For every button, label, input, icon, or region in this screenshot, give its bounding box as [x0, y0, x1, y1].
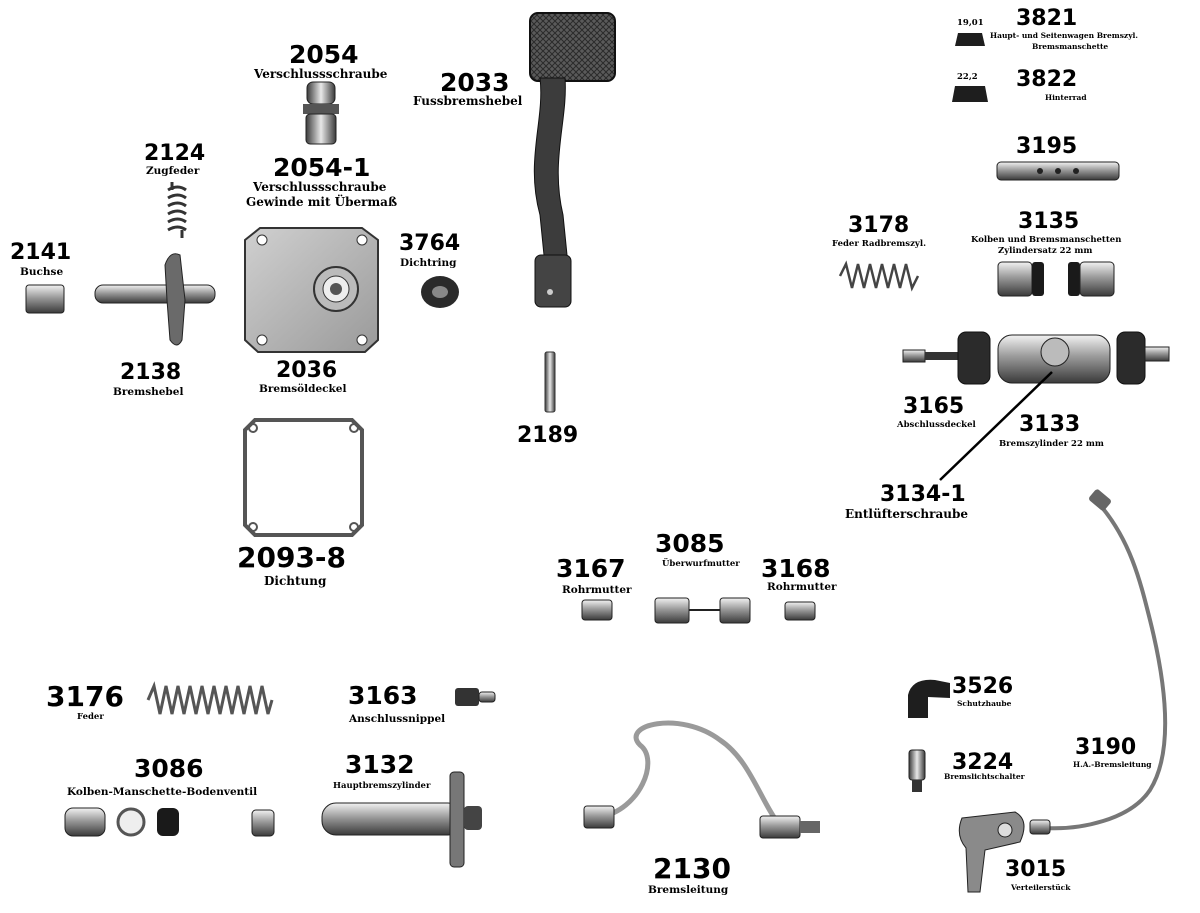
part-name2-2054-1: Gewinde mit Übermaß	[246, 195, 398, 209]
part-number-3822: 3822	[1016, 67, 1078, 92]
part-name-2054-1: Verschlussschraube	[253, 180, 387, 194]
part-number-3176: 3176	[46, 680, 124, 713]
part-number-3821: 3821	[1016, 6, 1078, 31]
part-number-3163: 3163	[348, 681, 418, 710]
brake-cup-3821-image	[955, 33, 985, 46]
part-name-3178: Feder Radbremszyl.	[832, 239, 927, 249]
part-size-3821: 19,01	[957, 18, 984, 28]
brake-lever-2138-image	[94, 253, 216, 346]
part-name-3015: Verteilerstück	[1011, 883, 1071, 892]
part-name-3085: Überwurfmutter	[662, 559, 740, 569]
part-number-2130: 2130	[653, 852, 731, 885]
part-name-2138: Bremshebel	[113, 386, 184, 398]
part-number-3015: 3015	[1005, 857, 1067, 882]
brake-oil-cover-2036-image	[244, 227, 379, 353]
part-number-3168: 3168	[761, 554, 831, 583]
part-name-3132: Hauptbremszylinder	[333, 781, 431, 791]
part-name-3165: Abschlussdeckel	[897, 420, 976, 430]
part-number-3133: 3133	[1019, 412, 1081, 437]
piston-set-3135-image	[997, 261, 1115, 297]
part-name-2033: Fussbremshebel	[413, 94, 523, 108]
part-name-2124: Zugfeder	[146, 165, 200, 177]
brake-cup-3822-image	[952, 86, 988, 102]
part-name-3176: Feder	[77, 712, 104, 722]
part-number-2054-1: 2054-1	[273, 153, 371, 182]
bushing-2141-image	[25, 284, 65, 314]
part-name-3764: Dichtring	[400, 257, 457, 269]
pipe-nut-3168-image	[784, 601, 816, 621]
gasket-2093-8-image	[243, 418, 364, 537]
part-name-3822: Hinterrad	[1045, 93, 1087, 102]
part-name-3167: Rohrmutter	[562, 584, 632, 596]
brake-light-switch-3224-image	[908, 749, 926, 792]
part-name-3168: Rohrmutter	[767, 581, 837, 593]
part-name2-3135: Zylindersatz 22 mm	[998, 246, 1093, 256]
part-name-3163: Anschlussnippel	[349, 713, 446, 725]
part-number-3190: 3190	[1075, 735, 1137, 760]
part-number-3134-1: 3134-1	[880, 482, 966, 507]
brake-pipe-2130-image	[583, 720, 820, 839]
pin-2189-image	[544, 351, 556, 413]
part-number-3132: 3132	[345, 750, 415, 779]
spring-3176-image	[146, 681, 274, 715]
sealing-ring-3764-image	[421, 276, 459, 308]
part-number-2124: 2124	[144, 141, 206, 166]
part-name-3133: Bremszylinder 22 mm	[999, 439, 1104, 449]
part-name-3134-1: Entlüfterschraube	[845, 507, 968, 521]
part-number-3167: 3167	[556, 554, 626, 583]
part-number-2141: 2141	[10, 240, 72, 265]
nipple-3163-image	[455, 688, 496, 706]
part-name-2036: Bremsöldeckel	[259, 383, 347, 395]
part-number-2189: 2189	[517, 423, 579, 448]
part-number-3195: 3195	[1016, 134, 1078, 159]
part-name-3821: Haupt- und Seitenwagen Bremszyl.	[990, 31, 1139, 40]
part-number-3764: 3764	[399, 231, 461, 256]
part-number-3135: 3135	[1018, 209, 1080, 234]
part-name2-3821: Bremsmanschette	[1032, 42, 1109, 51]
master-cylinder-3132-image	[321, 771, 482, 868]
part-number-2093-8: 2093-8	[237, 541, 347, 574]
part-number-2054: 2054	[289, 40, 359, 69]
part-name-3526: Schutzhaube	[957, 699, 1012, 708]
part-name-2093-8: Dichtung	[264, 574, 327, 588]
wheel-cylinder-3133-image	[902, 331, 1170, 385]
bleeder-leader-line	[939, 371, 1053, 481]
part-name-3224: Bremslichtschalter	[944, 772, 1025, 781]
part-number-3165: 3165	[903, 394, 965, 419]
plug-screw-2054-image	[303, 81, 339, 145]
part-number-3085: 3085	[655, 529, 725, 558]
part-size-3822: 22,2	[957, 72, 978, 82]
pipe-nut-3167-image	[581, 599, 613, 621]
protective-boot-3526-image	[908, 679, 950, 718]
part-name-3086: Kolben-Manschette-Bodenventil	[67, 786, 258, 798]
part-number-2033: 2033	[440, 68, 510, 97]
tension-spring-2124-image	[167, 182, 187, 238]
part-name-2054: Verschlussschraube	[254, 67, 388, 81]
part-name-2130: Bremsleitung	[648, 884, 729, 896]
piston-cup-valve-3086-image	[64, 807, 275, 837]
part-name-2141: Buchse	[20, 266, 64, 278]
part-name-3190: H.A.-Bremsleitung	[1073, 760, 1152, 769]
part-number-3178: 3178	[848, 213, 910, 238]
part-number-2036: 2036	[276, 358, 338, 383]
part-number-3086: 3086	[134, 754, 204, 783]
distributor-3015-image	[958, 811, 1051, 893]
part-number-3526: 3526	[952, 674, 1014, 699]
part-name-3135: Kolben und Bremsmanschetten	[971, 235, 1122, 245]
foot-brake-lever-2033-image	[529, 12, 616, 308]
union-nut-3085-image	[654, 597, 751, 624]
part-number-3224: 3224	[952, 750, 1014, 775]
rear-brake-pipe-3190-image	[1044, 489, 1168, 831]
plate-3195-image	[996, 161, 1120, 181]
part-number-2138: 2138	[120, 360, 182, 385]
spring-3178-image	[838, 260, 920, 292]
